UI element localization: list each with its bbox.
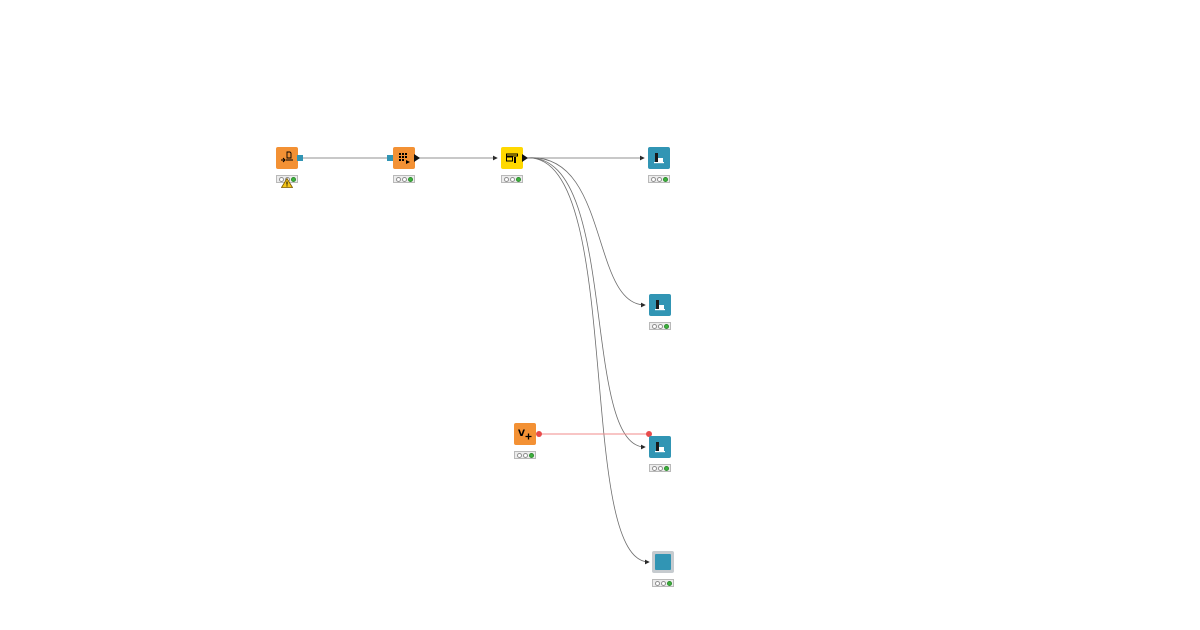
warning-icon[interactable]	[281, 178, 293, 188]
chart-view-2-status	[649, 322, 671, 330]
connection-filter-to-view-3[interactable]	[525, 157, 646, 450]
status-light-3	[515, 176, 521, 182]
table-manipulator-status	[393, 175, 415, 183]
chart-view-1-status	[648, 175, 670, 183]
table-manipulator-node[interactable]	[393, 147, 415, 169]
status-light-2	[657, 323, 663, 329]
status-light-1	[503, 176, 509, 182]
status-light-1	[654, 580, 660, 586]
filter-status	[501, 175, 523, 183]
component-node[interactable]	[652, 551, 674, 573]
status-light-1	[651, 323, 657, 329]
connection-filter-to-component[interactable]	[525, 157, 650, 565]
component-icon	[655, 554, 671, 570]
status-light-2	[522, 452, 528, 458]
table-manipulator-out-port[interactable]	[414, 154, 420, 162]
column-filter-icon	[506, 153, 518, 163]
flow-variable-out-port[interactable]	[536, 431, 542, 437]
status-light-3	[290, 176, 296, 182]
status-light-2	[657, 465, 663, 471]
filter-out-port[interactable]	[522, 154, 528, 162]
variable-icon: V	[518, 428, 525, 439]
chart-view-3-status	[649, 464, 671, 472]
bar-chart-icon	[655, 300, 665, 311]
status-light-1	[516, 452, 522, 458]
status-light-2	[660, 580, 666, 586]
table-manipulator-in-port[interactable]	[387, 155, 393, 161]
status-light-3	[407, 176, 413, 182]
status-light-3	[663, 465, 669, 471]
table-grid-icon	[399, 153, 410, 164]
component-status	[652, 579, 674, 587]
plus-icon	[525, 433, 532, 440]
chart-view-node-2[interactable]	[649, 294, 671, 316]
status-light-2	[509, 176, 515, 182]
status-light-3	[663, 323, 669, 329]
status-light-3	[528, 452, 534, 458]
status-light-3	[662, 176, 668, 182]
status-light-1	[650, 176, 656, 182]
status-light-3	[666, 580, 672, 586]
bar-chart-icon	[655, 442, 665, 453]
file-reader-out-port[interactable]	[297, 155, 303, 161]
variable-creator-node[interactable]: V	[514, 423, 536, 445]
status-light-1	[651, 465, 657, 471]
file-reader-node[interactable]	[276, 147, 298, 169]
file-reader-icon	[281, 151, 293, 163]
status-light-1	[395, 176, 401, 182]
filter-node[interactable]	[501, 147, 523, 169]
connection-filter-to-view-2[interactable]	[525, 157, 646, 308]
flow-variable-in-port[interactable]	[646, 431, 652, 437]
status-light-2	[401, 176, 407, 182]
bar-chart-icon	[654, 153, 664, 164]
variable-creator-status	[514, 451, 536, 459]
chart-view-node-3[interactable]	[649, 436, 671, 458]
status-light-1	[278, 176, 284, 182]
chart-view-node-1[interactable]	[648, 147, 670, 169]
status-light-2	[656, 176, 662, 182]
